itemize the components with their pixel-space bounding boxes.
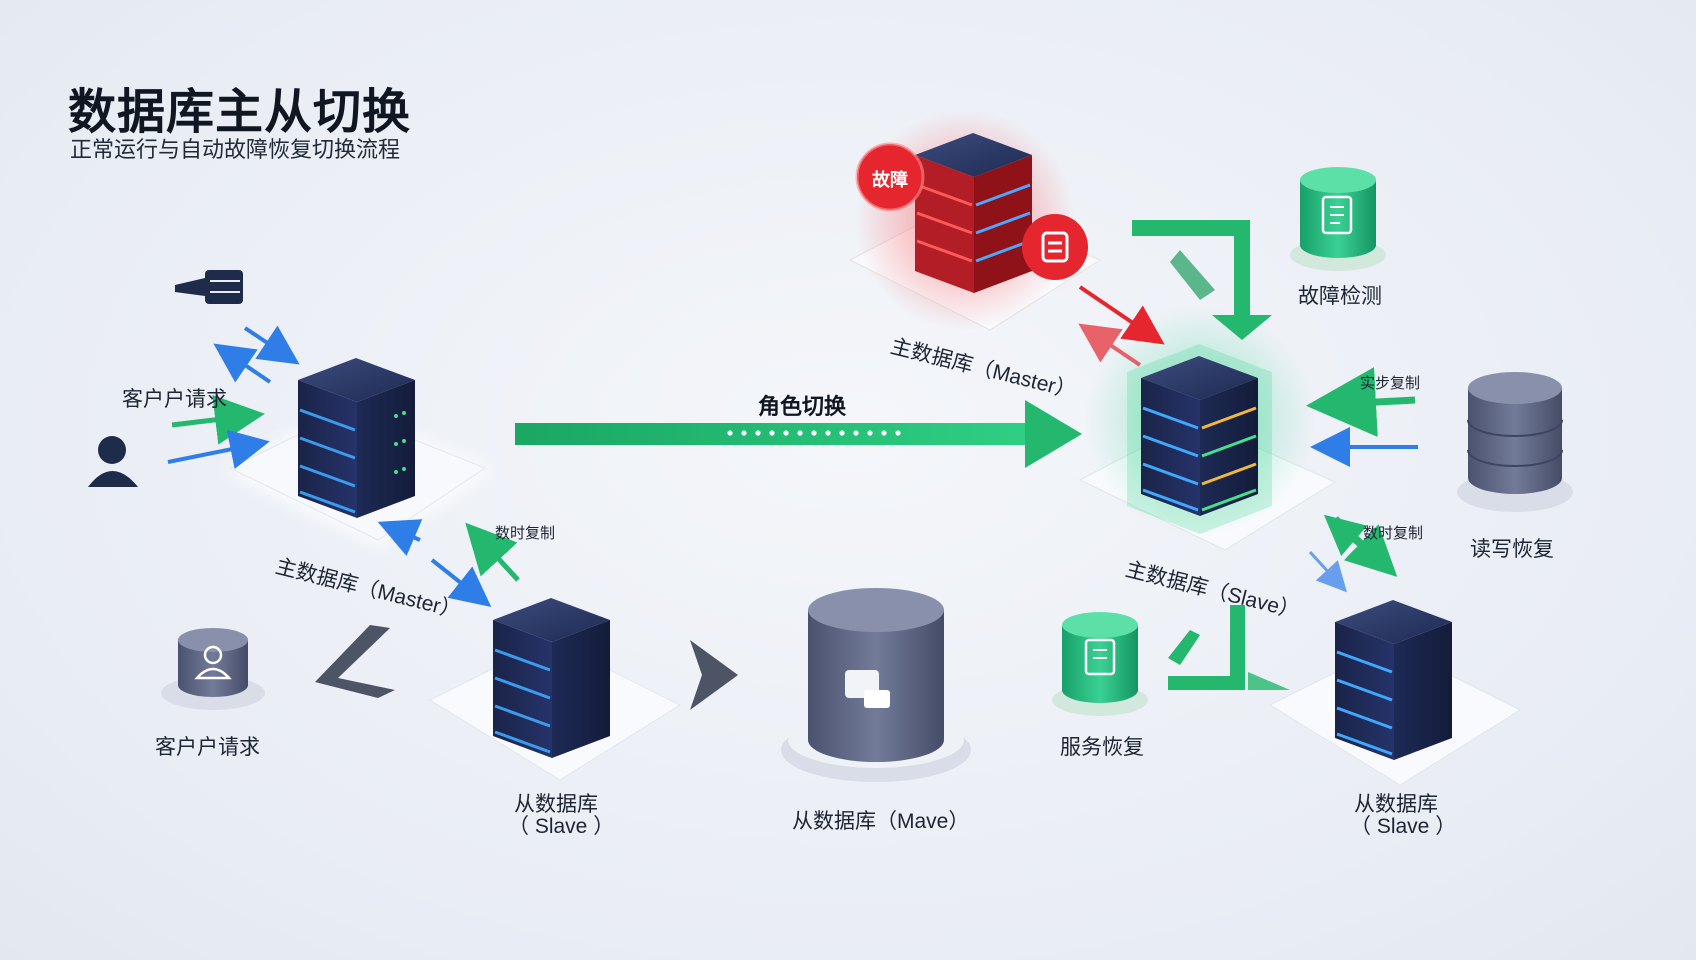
replication-label-right: 数时复制	[1363, 525, 1424, 542]
master-server-new	[1127, 344, 1272, 534]
progress-dot	[755, 430, 761, 436]
progress-dot	[783, 430, 789, 436]
user-outline-icon	[194, 645, 232, 680]
fault-detection-label: 故障检测	[1298, 285, 1382, 308]
page-subtitle: 正常运行与自动故障恢复切换流程	[70, 137, 401, 162]
slave-server-right	[1335, 600, 1452, 760]
role-switch-label: 角色切换	[758, 394, 847, 419]
slave-left-label-line1: 从数据库	[514, 793, 598, 816]
service-recovery-cylinder	[1052, 612, 1148, 716]
progress-dot	[895, 430, 901, 436]
client-user-icon	[88, 436, 138, 487]
master-server-failed	[915, 133, 1032, 293]
document-icon	[1321, 195, 1353, 235]
progress-dot	[727, 430, 733, 436]
database-cylinder-center	[781, 588, 971, 782]
slave-left-label-line2: （ Slave ）	[508, 815, 615, 838]
client-request-label-top: 客户户请求	[122, 388, 227, 411]
forward-chevron-icon	[690, 640, 738, 710]
alert-icon	[1022, 214, 1088, 280]
progress-dot	[769, 430, 775, 436]
slave-center-label: 从数据库（Mave）	[792, 810, 970, 833]
page-title: 数据库主从切换	[68, 86, 412, 139]
master-server-left	[298, 358, 415, 518]
back-chevron-icon	[315, 625, 395, 698]
progress-dot	[741, 430, 747, 436]
client-request-arrows	[167, 325, 300, 469]
replication-arrows-left	[377, 519, 520, 607]
sync-arrows	[1306, 367, 1418, 467]
progress-dot	[839, 430, 845, 436]
progress-dot	[825, 430, 831, 436]
slave-server-left	[493, 598, 610, 758]
fault-arrows	[1078, 285, 1165, 367]
service-recovery-label: 服务恢复	[1060, 736, 1144, 759]
progress-dot	[881, 430, 887, 436]
progress-dot	[853, 430, 859, 436]
database-cylinder-rw-recovery	[1457, 372, 1573, 512]
service-recovery-arrow	[1168, 605, 1290, 690]
fault-badge-label: 故障	[872, 170, 908, 190]
progress-dot	[797, 430, 803, 436]
network-cable-icon	[175, 270, 243, 304]
service-document-icon	[1084, 638, 1116, 676]
slave-right-label-line1: 从数据库	[1354, 793, 1438, 816]
replication-arrows-right	[1308, 514, 1398, 593]
progress-dots	[727, 430, 901, 436]
progress-dot	[867, 430, 873, 436]
slave-right-label-line2: （ Slave ）	[1350, 815, 1457, 838]
detection-arrow	[1132, 220, 1272, 340]
replication-label-left: 数时复制	[495, 525, 556, 542]
progress-dot	[811, 430, 817, 436]
rw-recovery-label: 读写恢复	[1470, 538, 1554, 561]
fault-badge	[855, 142, 925, 212]
sync-replication-label: 实步复制	[1360, 375, 1421, 392]
fault-detection-cylinder	[1290, 167, 1386, 271]
client-request-label-bottom: 客户户请求	[155, 736, 260, 759]
